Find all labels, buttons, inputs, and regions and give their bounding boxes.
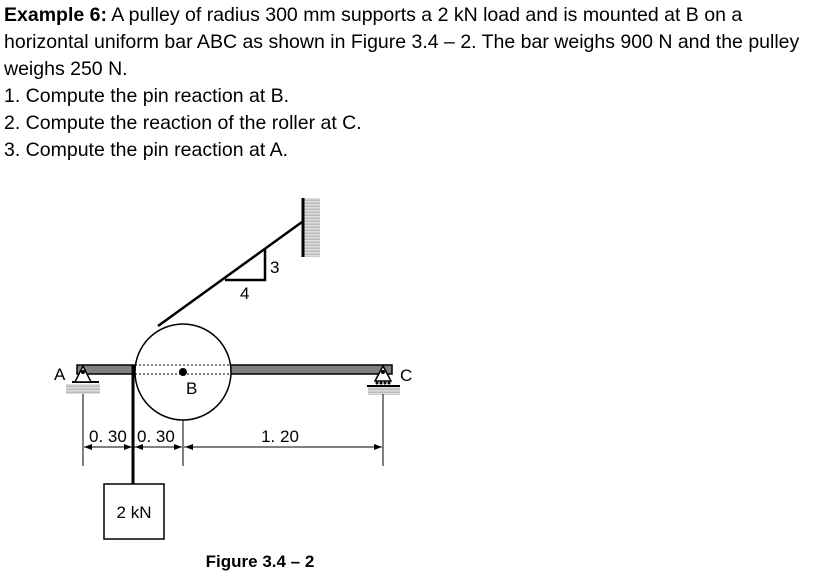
bar-abc [76,364,393,375]
slope-rise: 3 [270,258,279,277]
question-1: 1. Compute the pin reaction at B. [4,85,290,107]
slope-triangle [225,249,267,282]
label-b: B [186,379,197,398]
dimension-ab1: 0. 30 [89,427,127,446]
dimension-bc: 1. 20 [261,427,299,446]
load-label: 2 kN [117,503,152,522]
problem-statement: Example 6: A pulley of radius 300 mm sup… [4,2,816,83]
cable [157,220,303,328]
slope-run: 4 [240,284,249,303]
pin-b [179,368,187,376]
question-3: 3. Compute the pin reaction at A. [4,139,289,161]
dimension-lines [82,394,384,466]
problem-text: Example 6: A pulley of radius 300 mm sup… [4,2,816,164]
statement-text: A pulley of radius 300 mm supports a 2 k… [4,4,800,80]
label-a: A [54,365,66,384]
example-heading: Example 6: [4,4,107,26]
load-box [103,483,165,540]
wall-hatch [304,198,320,257]
figure-caption: Figure 3.4 – 2 [206,552,315,571]
dimension-ab2: 0. 30 [137,427,175,446]
label-c: C [400,366,412,385]
question-2: 2. Compute the reaction of the roller at… [4,112,362,134]
